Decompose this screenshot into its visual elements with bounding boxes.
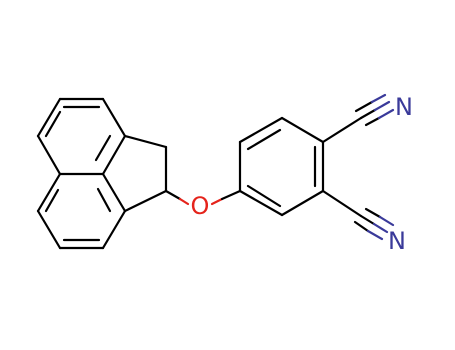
nitrile-top — [321, 93, 395, 144]
oxygen-label: O — [191, 192, 210, 220]
acenaphthene-ring-lower — [36, 172, 127, 250]
nitrogen-bottom-label: N — [388, 227, 406, 255]
benzene-ring — [238, 116, 325, 217]
nitrile-bottom — [321, 189, 395, 241]
five-membered-ring — [123, 134, 168, 213]
acenaphthene-ring-upper — [36, 97, 127, 176]
ether-linkage — [164, 189, 242, 206]
nitrogen-top-label: N — [395, 93, 413, 121]
